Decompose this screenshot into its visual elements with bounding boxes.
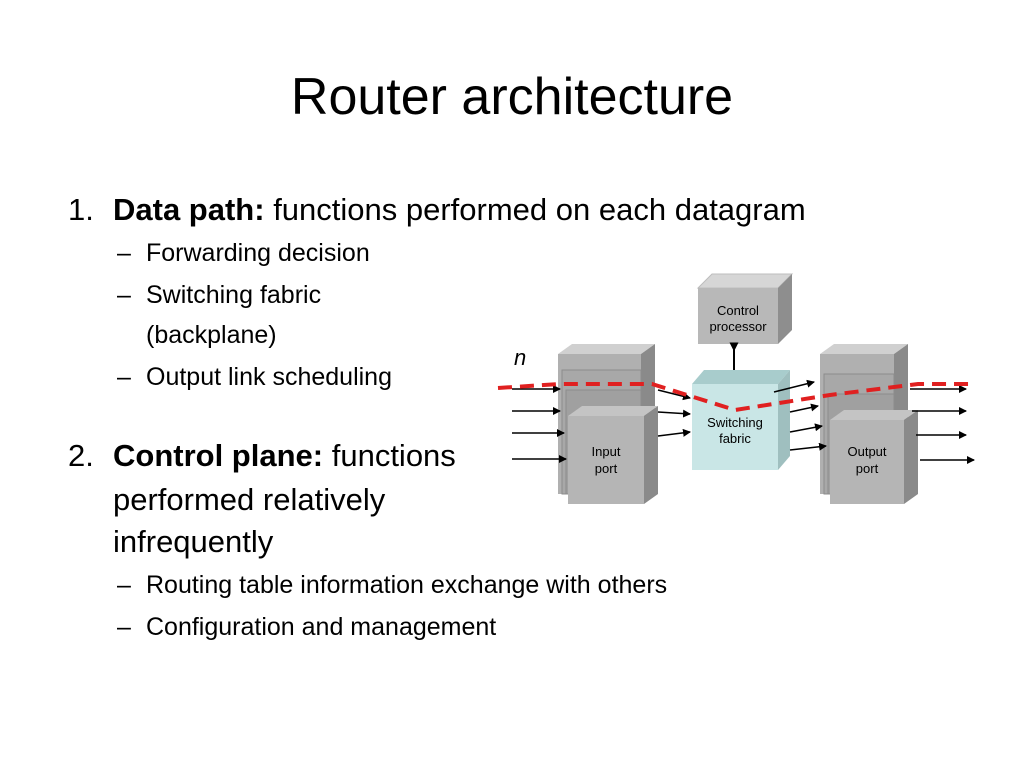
bullet-text: Output link scheduling bbox=[146, 363, 392, 391]
bullet-dash: – bbox=[117, 571, 131, 599]
bullet-dash: – bbox=[117, 613, 131, 641]
path-label: n bbox=[514, 345, 526, 370]
section-heading: Control plane: functions bbox=[113, 437, 456, 475]
input-port-label-2: port bbox=[595, 461, 618, 476]
bullet-continuation: (backplane) bbox=[146, 321, 277, 349]
bullet-dash: – bbox=[117, 363, 131, 391]
bullet-dash: – bbox=[117, 281, 131, 309]
output-port-label-2: port bbox=[856, 461, 879, 476]
bullet-text: Forwarding decision bbox=[146, 239, 370, 267]
input-port-stack: Input port bbox=[558, 344, 658, 504]
datagram-path bbox=[497, 382, 975, 413]
bullet-text: Configuration and management bbox=[146, 613, 497, 641]
section-number: 2. bbox=[68, 438, 94, 473]
section-text: functions performed on each datagram bbox=[264, 192, 806, 227]
slide-title: Router architecture bbox=[290, 68, 734, 126]
section-number: 1. bbox=[68, 192, 94, 227]
bullet-text: Switching fabric bbox=[146, 281, 322, 309]
output-port-label-1: Output bbox=[847, 444, 886, 459]
section-heading: Data path: functions performed on each d… bbox=[113, 191, 806, 229]
bullet-text: Routing table information exchange with … bbox=[146, 571, 668, 599]
incoming-link-arrows bbox=[512, 385, 567, 463]
switching-fabric-label-1: Switching bbox=[707, 415, 763, 430]
control-processor-box: Control processor bbox=[696, 273, 794, 344]
control-processor-label-1: Control bbox=[717, 303, 759, 318]
output-port-stack: Output port bbox=[820, 344, 918, 504]
section-label: Data path: bbox=[113, 192, 265, 227]
input-to-fabric-arrows bbox=[657, 389, 691, 437]
switching-fabric-label-2: fabric bbox=[719, 431, 751, 446]
section-label: Control plane: bbox=[113, 438, 324, 473]
fabric-to-output-arrows bbox=[773, 379, 827, 451]
input-port-label-1: Input bbox=[592, 444, 621, 459]
section-text: functions bbox=[323, 438, 456, 473]
control-processor-label-2: processor bbox=[709, 319, 767, 334]
bullet-dash: – bbox=[117, 239, 131, 267]
switching-fabric-box: Switching fabric bbox=[692, 370, 790, 470]
section-text-continuation: performed relatively bbox=[113, 482, 386, 517]
outgoing-link-arrows bbox=[910, 385, 975, 464]
section-text-continuation: infrequently bbox=[113, 524, 274, 559]
